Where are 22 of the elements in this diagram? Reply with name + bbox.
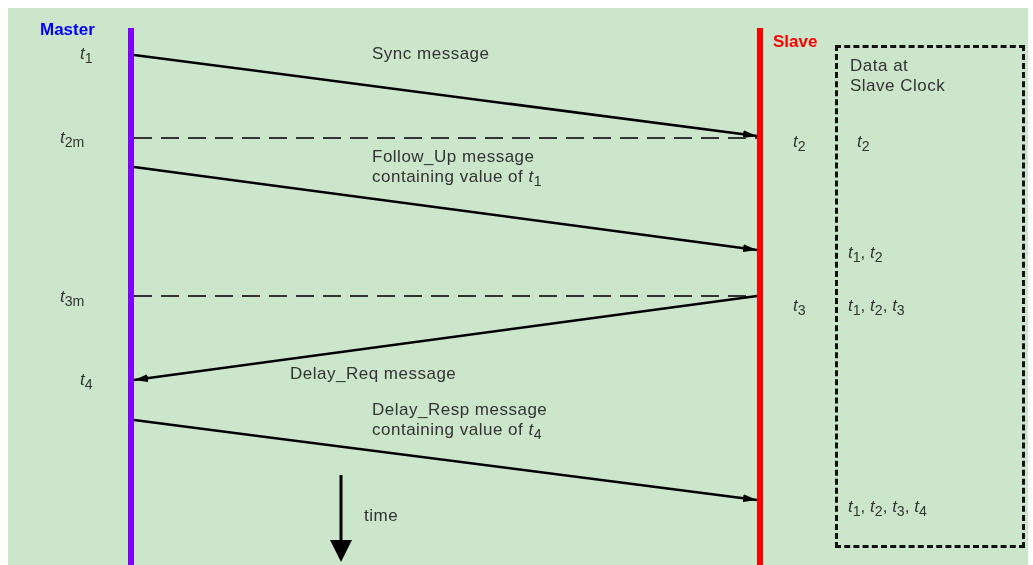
time-label: t$_{4}$ bbox=[80, 370, 93, 393]
time-label: t$_{3}$ bbox=[793, 296, 806, 319]
edge-label: Sync message bbox=[372, 44, 490, 64]
message-arrow bbox=[133, 165, 758, 253]
message-arrow bbox=[133, 294, 758, 383]
dashed-box bbox=[835, 45, 1025, 548]
time-label: t$_{2m}$ bbox=[60, 128, 85, 151]
time-label: t$_{2}$ bbox=[793, 132, 806, 155]
axis-label: time bbox=[364, 506, 399, 526]
time-label: t$_{1}$ bbox=[80, 44, 93, 67]
time-label: t$_{3m}$ bbox=[60, 287, 85, 310]
lifeline-title: Master bbox=[40, 20, 95, 40]
time-label: t$_{1}$, t$_{2}$, t$_{3}$, t$_{4}$ bbox=[848, 497, 927, 520]
box-title: Data at Slave Clock bbox=[850, 56, 947, 96]
dashed-line bbox=[133, 137, 758, 139]
message-arrow bbox=[133, 418, 758, 503]
edge-label: Delay_Req message bbox=[290, 364, 457, 384]
time-label: t$_{2}$ bbox=[857, 132, 870, 155]
lifeline-title: Slave bbox=[773, 32, 818, 52]
time-label: t$_{1}$, t$_{2}$, t$_{3}$ bbox=[848, 296, 905, 319]
message-arrow bbox=[133, 53, 758, 139]
time-label: t$_{1}$, t$_{2}$ bbox=[848, 243, 883, 266]
